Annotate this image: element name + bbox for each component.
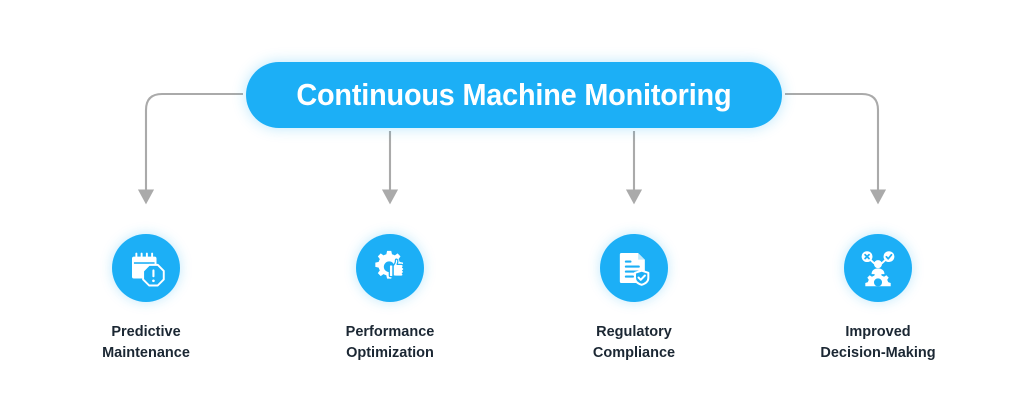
node-label-regulatory-compliance: Regulatory Compliance: [592, 324, 676, 361]
connector-predictive-maintenance: [137, 92, 243, 205]
connector-improved-decision-making: [785, 92, 887, 205]
node-label-predictive-maintenance: Predictive Maintenance: [102, 324, 190, 361]
calendar-alert-icon: [132, 252, 165, 287]
node-regulatory-compliance[interactable]: Regulatory Compliance: [534, 234, 734, 363]
node-predictive-maintenance[interactable]: Predictive Maintenance: [46, 234, 246, 363]
document-shield-check-icon: [619, 253, 650, 286]
decision-gear-person-icon: [861, 251, 895, 287]
node-label-improved-decision-making: Improved Decision-Making: [820, 324, 936, 361]
node-improved-decision-making[interactable]: Improved Decision-Making: [778, 234, 978, 363]
icon-circle-performance-optimization: [356, 234, 424, 302]
node-label-performance-optimization: Performance Optimization: [345, 324, 435, 361]
icon-circle-regulatory-compliance: [600, 234, 668, 302]
gear-thumbs-up-icon: [375, 250, 405, 279]
icon-circle-improved-decision-making: [844, 234, 912, 302]
diagram-title-pill: Continuous Machine Monitoring: [246, 62, 782, 128]
page-title: Continuous Machine Monitoring: [296, 77, 732, 112]
icon-circle-predictive-maintenance: [112, 234, 180, 302]
node-performance-optimization[interactable]: Performance Optimization: [290, 234, 490, 363]
